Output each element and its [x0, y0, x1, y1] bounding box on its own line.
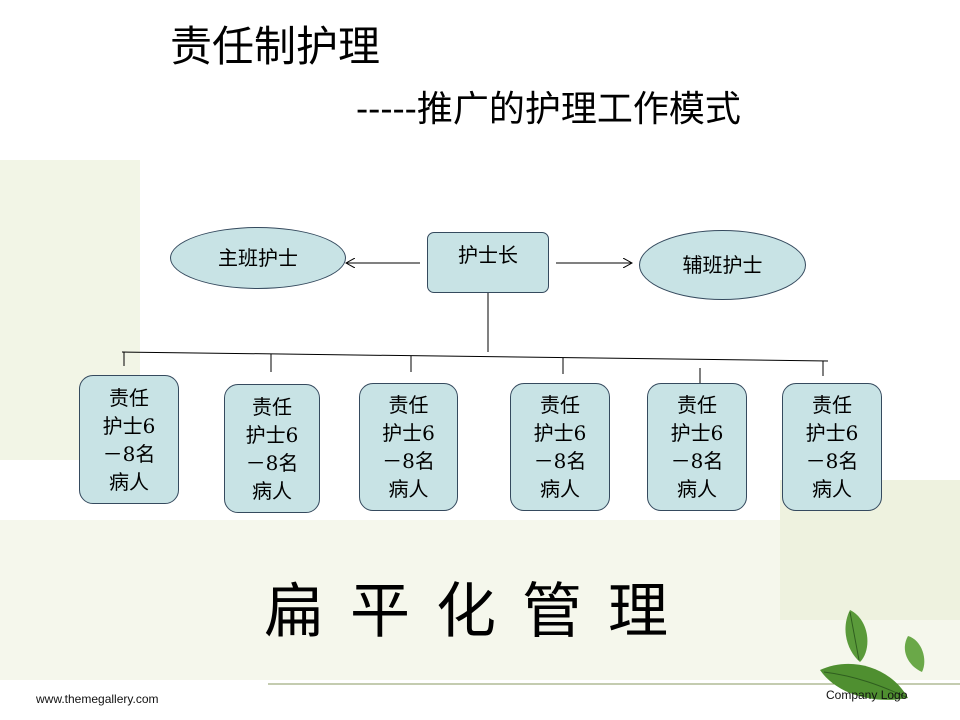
responsible-nurse-line: －8名 [102, 441, 156, 466]
assistant-nurse-label: 辅班护士 [682, 253, 763, 277]
responsible-nurse-line: 护士6 [533, 421, 587, 445]
responsible-nurse-line: 护士6 [382, 421, 435, 445]
head-nurse-node: 护士长 [427, 232, 549, 293]
responsible-nurse-line: 病人 [811, 477, 852, 501]
lead-nurse-node: 主班护士 [170, 227, 346, 289]
head-nurse-label: 护士长 [458, 243, 518, 267]
responsible-nurse-line: 病人 [676, 477, 717, 501]
responsible-nurse-line: 责任 [108, 385, 149, 410]
responsible-nurse-line: －8名 [670, 449, 724, 473]
leaf-decoration-icon [820, 610, 925, 700]
responsible-nurse-node: 责任 护士6 －8名 病人 [79, 375, 179, 504]
responsible-nurse-line: 病人 [108, 469, 149, 494]
responsible-nurse-line: 责任 [811, 393, 852, 417]
responsible-nurse-node: 责任 护士6 －8名 病人 [782, 383, 882, 511]
responsible-nurse-line: 责任 [251, 394, 292, 419]
responsible-nurse-node: 责任 护士6 －8名 病人 [510, 383, 610, 511]
responsible-nurse-line: 病人 [539, 477, 580, 501]
responsible-nurse-line: 护士6 [245, 422, 299, 447]
responsible-nurse-line: 护士6 [102, 413, 156, 438]
assistant-nurse-node: 辅班护士 [639, 230, 806, 300]
motto-text: 扁平化管理 [264, 577, 694, 647]
responsible-nurse-line: 责任 [539, 393, 580, 417]
company-logo-text: Company Logo [826, 688, 908, 702]
branch-bar [121, 351, 829, 362]
responsible-nurse-line: 责任 [388, 393, 429, 417]
responsible-nurse-node: 责任 护士6 －8名 病人 [224, 384, 320, 513]
responsible-nurse-line: 护士6 [670, 421, 724, 445]
responsible-nurse-line: －8名 [245, 450, 299, 475]
footer-website[interactable]: www.themegallery.com [36, 692, 159, 706]
responsible-nurse-node: 责任 护士6 －8名 病人 [359, 383, 458, 511]
page-subtitle: -----推广的护理工作模式 [356, 89, 741, 130]
responsible-nurse-line: －8名 [805, 449, 859, 473]
responsible-nurse-node: 责任 护士6 －8名 病人 [647, 383, 747, 511]
lead-nurse-label: 主班护士 [218, 246, 298, 270]
responsible-nurse-line: －8名 [382, 449, 435, 473]
responsible-nurse-line: 护士6 [805, 421, 859, 445]
responsible-nurse-line: 病人 [251, 478, 292, 503]
responsible-nurse-line: －8名 [533, 449, 587, 473]
responsible-nurse-line: 责任 [676, 393, 717, 417]
responsible-nurse-line: 病人 [388, 477, 429, 501]
page-title: 责任制护理 [170, 22, 381, 71]
